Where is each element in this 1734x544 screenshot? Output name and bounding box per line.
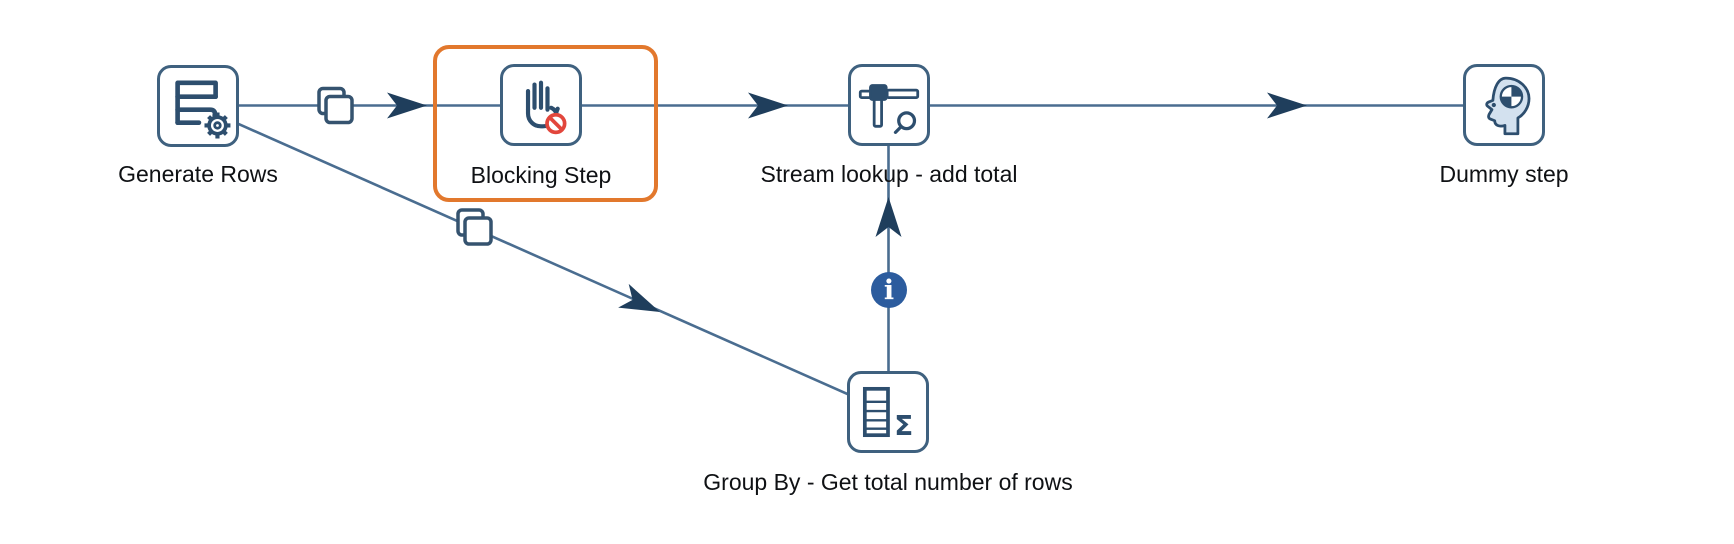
step-label-group-by: Group By - Get total number of rows [703,469,1073,495]
hop-groupby-to-stream[interactable]: i [871,146,907,412]
step-icon-generate-rows[interactable] [157,65,239,147]
copy-rows-icon [456,208,493,246]
target-icon [1499,84,1524,109]
table-gear-icon [175,80,231,139]
step-icon-blocking-step[interactable] [500,64,582,146]
arrowhead-icon [618,283,660,312]
arrowhead-icon [1267,92,1307,119]
arrowhead-icon [387,92,427,119]
tee-lookup-icon [858,84,920,134]
step-icon-stream-lookup[interactable] [848,64,930,146]
step-label-blocking-step: Blocking Step [470,162,612,188]
step-icon-dummy-step[interactable] [1463,64,1545,146]
hop-blocking-to-stream[interactable] [541,92,889,119]
gear-icon [204,112,231,139]
arrowhead-icon [748,92,788,119]
step-icon-group-by[interactable]: Σ [847,371,929,453]
copy-rows-icon [317,86,354,125]
step-label-stream-lookup: Stream lookup - add total [760,161,1018,187]
hop-generate-to-groupby[interactable] [197,104,889,414]
info-glyph: i [884,275,894,306]
no-entry-icon [545,112,567,135]
info-stream-icon[interactable]: i [871,272,907,308]
arrowhead-icon [875,197,902,237]
magnifier-icon [893,111,917,134]
rows-sigma-icon: Σ [862,386,913,442]
eye-dot [1491,102,1496,108]
hand-block-icon [525,80,567,135]
hop-generate-to-blocking[interactable] [198,86,541,125]
hop-stream-to-dummy[interactable] [889,92,1504,119]
step-label-dummy-step: Dummy step [1439,161,1569,187]
step-label-generate-rows: Generate Rows [118,161,278,187]
head-target-icon [1485,76,1531,136]
sigma-glyph: Σ [894,409,913,442]
